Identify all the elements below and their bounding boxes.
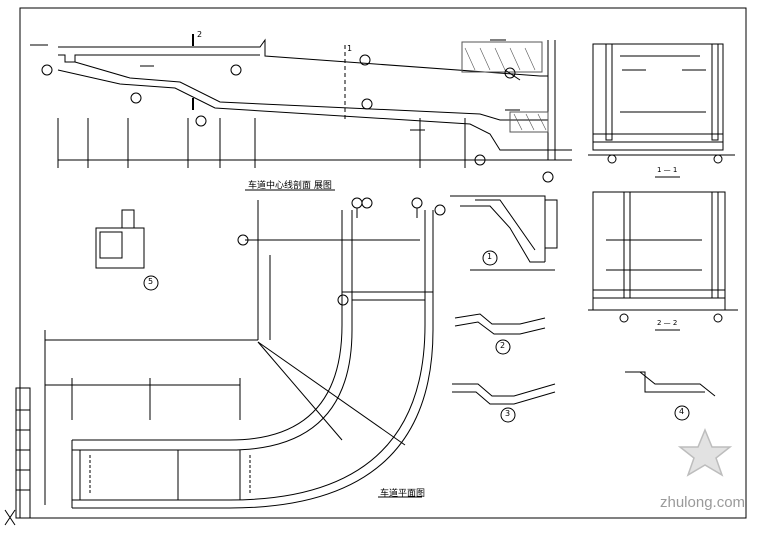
cut-mark-1-top: 1 bbox=[347, 44, 353, 53]
title-block bbox=[15, 387, 31, 519]
section-1-1 bbox=[588, 43, 735, 164]
detail-4 bbox=[625, 371, 716, 421]
section-2-2 bbox=[588, 191, 738, 323]
plan-title: 车道平面图 bbox=[380, 489, 426, 499]
ramp-section-profile bbox=[30, 34, 572, 183]
callout-2: 2 bbox=[500, 341, 506, 350]
callout-1: 1 bbox=[487, 252, 493, 261]
callout-3: 3 bbox=[505, 409, 511, 418]
callout-4: 4 bbox=[679, 407, 685, 416]
section-profile-title: 车道中心线剖面 展图 bbox=[248, 181, 332, 191]
detail-5 bbox=[95, 209, 159, 291]
cut-mark-2-top: 2 bbox=[197, 30, 203, 39]
sheet-border bbox=[19, 7, 747, 519]
section-2-2-label: 2 — 2 bbox=[657, 319, 678, 327]
watermark-text: zhulong.com bbox=[660, 494, 746, 511]
detail-2 bbox=[454, 313, 546, 355]
detail-3 bbox=[452, 383, 556, 423]
callout-5: 5 bbox=[148, 277, 154, 286]
section-1-1-label: 1 — 1 bbox=[657, 166, 678, 174]
ramp-plan bbox=[44, 197, 446, 509]
watermark-logo bbox=[677, 428, 733, 477]
detail-1 bbox=[450, 195, 558, 271]
